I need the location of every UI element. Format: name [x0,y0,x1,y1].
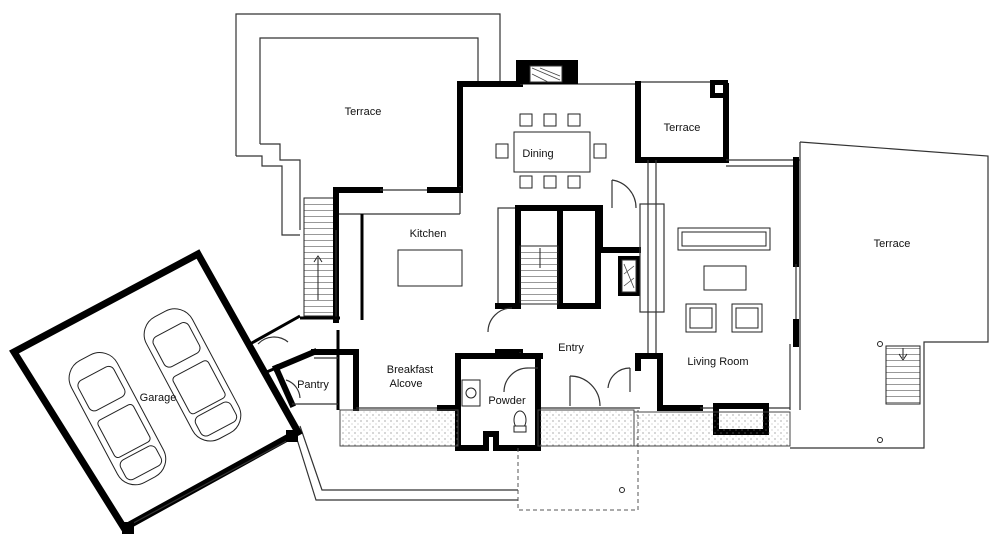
label-living-room: Living Room [687,356,748,368]
terrace-left-outline [235,13,501,236]
label-terrace-middle: Terrace [664,122,701,134]
doors [257,179,637,407]
garage [9,249,303,534]
right-stair [885,345,921,405]
label-garage: Garage [140,392,177,404]
kitchen-island [397,249,463,287]
front-planter-right [633,411,791,447]
terrace-right-outline [790,141,989,449]
label-pantry: Pantry [297,379,329,391]
label-kitchen: Kitchen [410,228,447,240]
label-powder: Powder [488,395,526,407]
label-breakfast: Breakfast [387,364,433,376]
main-walls [272,60,800,451]
label-alcove: Alcove [389,378,422,390]
label-terrace-right: Terrace [874,238,911,250]
label-entry: Entry [558,342,584,354]
left-stair [303,197,337,317]
label-dining: Dining [522,148,553,160]
front-planter-mid [537,409,635,447]
terrace-middle-outline [637,80,729,163]
label-terrace-left: Terrace [345,106,382,118]
front-planter-left [339,409,459,447]
dining-table [495,113,607,189]
living-furniture [677,227,771,333]
front-walk [295,410,639,511]
